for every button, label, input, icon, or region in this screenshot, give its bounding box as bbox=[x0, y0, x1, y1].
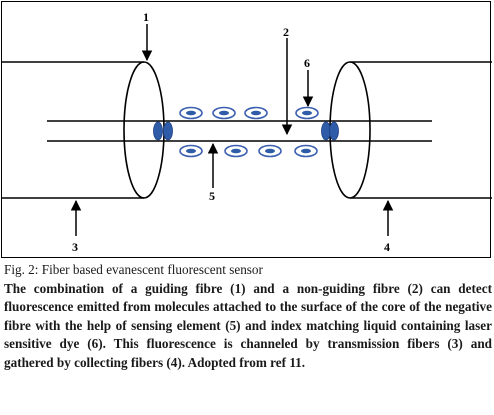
dye-molecules-top bbox=[179, 106, 319, 120]
label-2: 2 bbox=[283, 25, 289, 39]
fiber-sensor-diagram: 1 2 6 5 3 4 bbox=[2, 10, 492, 254]
label-1: 1 bbox=[143, 10, 149, 24]
interface-marker-right bbox=[321, 121, 339, 141]
label-4: 4 bbox=[384, 240, 390, 254]
dye-molecules-bottom bbox=[179, 144, 318, 158]
dye-cores-top bbox=[186, 110, 312, 116]
figure-caption: Fig. 2: Fiber based evanescent fluoresce… bbox=[4, 261, 492, 373]
fibre-core bbox=[47, 120, 432, 142]
label-5: 5 bbox=[209, 189, 215, 203]
left-fibre-cylinder bbox=[2, 61, 165, 199]
figure-frame bbox=[1, 1, 491, 258]
label-6: 6 bbox=[304, 56, 310, 70]
caption-body: The combination of a guiding fibre (1) a… bbox=[4, 280, 492, 370]
right-fibre-cylinder bbox=[329, 61, 492, 199]
dye-cores-bottom bbox=[186, 148, 311, 154]
interface-marker-left bbox=[153, 121, 173, 141]
label-3: 3 bbox=[72, 240, 78, 254]
caption-title: Fig. 2: Fiber based evanescent fluoresce… bbox=[4, 262, 263, 277]
